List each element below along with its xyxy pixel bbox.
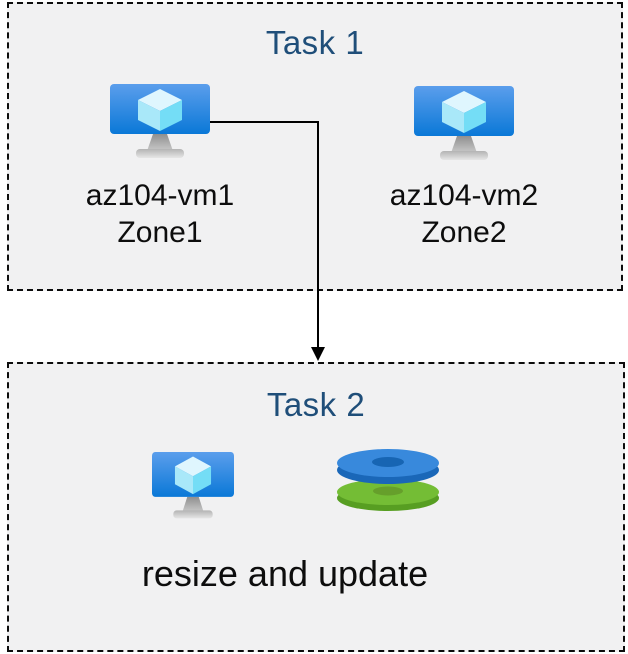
cube-icon (174, 456, 212, 495)
green-disk (337, 479, 439, 511)
vm2-label: az104-vm2 Zone2 (339, 177, 589, 251)
virtual-machine-icon (152, 452, 234, 519)
managed-disks-icon (337, 449, 439, 511)
vm1-name: az104-vm1 (85, 179, 235, 212)
virtual-machine-icon (110, 84, 210, 158)
vm2-name: az104-vm2 (389, 179, 539, 212)
cube-icon (442, 91, 486, 133)
vm2-zone: Zone2 (421, 216, 507, 249)
task2-title: Task 2 (266, 386, 366, 423)
task1-title: Task 1 (265, 24, 365, 61)
arrowhead (311, 347, 325, 361)
vm1-label: az104-vm1 Zone1 (35, 177, 285, 251)
vm1-zone: Zone1 (117, 216, 203, 249)
blue-disk (337, 449, 439, 484)
task2-box (7, 362, 625, 652)
virtual-machine-icon (414, 86, 514, 160)
cube-icon (138, 89, 182, 131)
task2-caption: resize and update (141, 553, 429, 594)
